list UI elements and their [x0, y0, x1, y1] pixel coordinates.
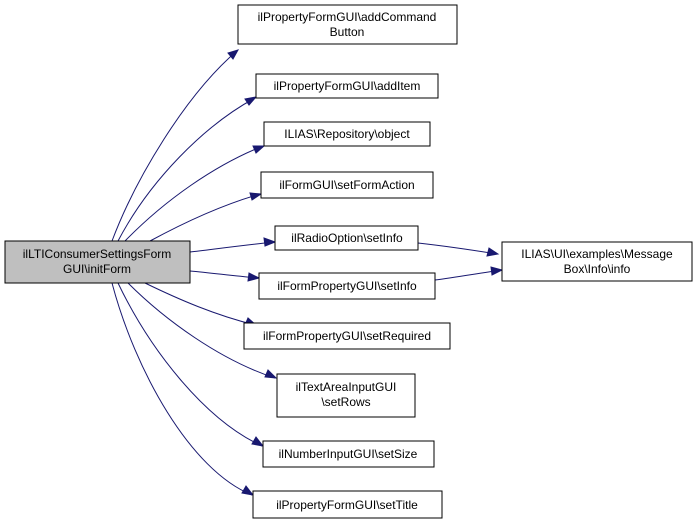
node-label: ilPropertyFormGUI\setTitle: [276, 498, 418, 512]
node-number-input-set-size[interactable]: ilNumberInputGUI\setSize: [262, 440, 435, 468]
node-label: Box\Info\info: [564, 262, 631, 276]
edge-root-to-set-required: [144, 282, 256, 326]
node-form-property-set-info[interactable]: ilFormPropertyGUI\setInfo: [258, 272, 436, 300]
edge-root-to-number-input-set-size: [117, 282, 263, 447]
nodes: ilLTIConsumerSettingsForm GUI\initForm i…: [4, 4, 693, 519]
node-message-box-info[interactable]: ILIAS\UI\examples\Message Box\Info\info: [501, 241, 693, 282]
node-root[interactable]: ilLTIConsumerSettingsForm GUI\initForm: [4, 240, 191, 284]
node-label: ILIAS\UI\examples\Message: [521, 247, 673, 261]
node-label: \setRows: [321, 395, 370, 409]
node-radio-option-set-info[interactable]: ilRadioOption\setInfo: [274, 225, 419, 251]
node-label: ilFormGUI\setFormAction: [279, 178, 414, 192]
node-label: ilLTIConsumerSettingsForm: [23, 247, 172, 261]
edge-root-to-property-form-set-title: [111, 282, 253, 496]
edge-arrowhead: [486, 247, 500, 257]
node-label: ilFormPropertyGUI\setInfo: [277, 279, 417, 293]
node-label: ilTextAreaInputGUI: [296, 380, 397, 394]
edges: [111, 49, 504, 496]
edge-root-to-radio-option-set-info: [189, 241, 275, 253]
edge-arrowhead: [249, 192, 263, 201]
node-label: ILIAS\Repository\object: [284, 127, 410, 141]
node-add-command-button[interactable]: ilPropertyFormGUI\addCommand Button: [237, 4, 458, 45]
node-text-area-set-rows[interactable]: ilTextAreaInputGUI \setRows: [276, 373, 416, 418]
edge-radio-option-to-message-box-info: [417, 242, 498, 255]
edge-arrowhead: [251, 436, 265, 447]
edge-arrowhead: [490, 266, 504, 276]
edge-arrowhead: [264, 369, 278, 379]
node-label: ilRadioOption\setInfo: [291, 231, 403, 245]
edge-arrowhead: [247, 272, 261, 282]
edge-root-to-repository-object: [124, 145, 264, 242]
node-label: Button: [330, 25, 365, 39]
edge-root-to-add-command-button: [111, 49, 239, 242]
edge-root-to-text-area-set-rows: [127, 282, 276, 379]
edge-arrowhead: [241, 485, 255, 496]
node-property-form-set-title[interactable]: ilPropertyFormGUI\setTitle: [252, 490, 443, 519]
node-label: ilFormPropertyGUI\setRequired: [263, 329, 431, 343]
node-label: ilPropertyFormGUI\addCommand: [258, 10, 437, 24]
edge-root-to-form-property-set-info: [189, 270, 259, 279]
node-set-required[interactable]: ilFormPropertyGUI\setRequired: [243, 322, 451, 350]
edge-arrowhead: [252, 145, 266, 154]
edge-root-to-add-item: [117, 97, 256, 242]
node-add-item[interactable]: ilPropertyFormGUI\addItem: [255, 73, 439, 99]
edge-root-to-set-form-action: [149, 193, 261, 242]
node-label: GUI\initForm: [63, 262, 131, 276]
node-repository-object[interactable]: ILIAS\Repository\object: [263, 121, 431, 147]
node-label: ilNumberInputGUI\setSize: [279, 447, 418, 461]
edge-arrowhead: [244, 96, 258, 106]
node-set-form-action[interactable]: ilFormGUI\setFormAction: [260, 171, 434, 199]
node-label: ilPropertyFormGUI\addItem: [274, 79, 421, 93]
edge-arrowhead: [227, 49, 240, 60]
edge-arrowhead: [263, 237, 277, 247]
